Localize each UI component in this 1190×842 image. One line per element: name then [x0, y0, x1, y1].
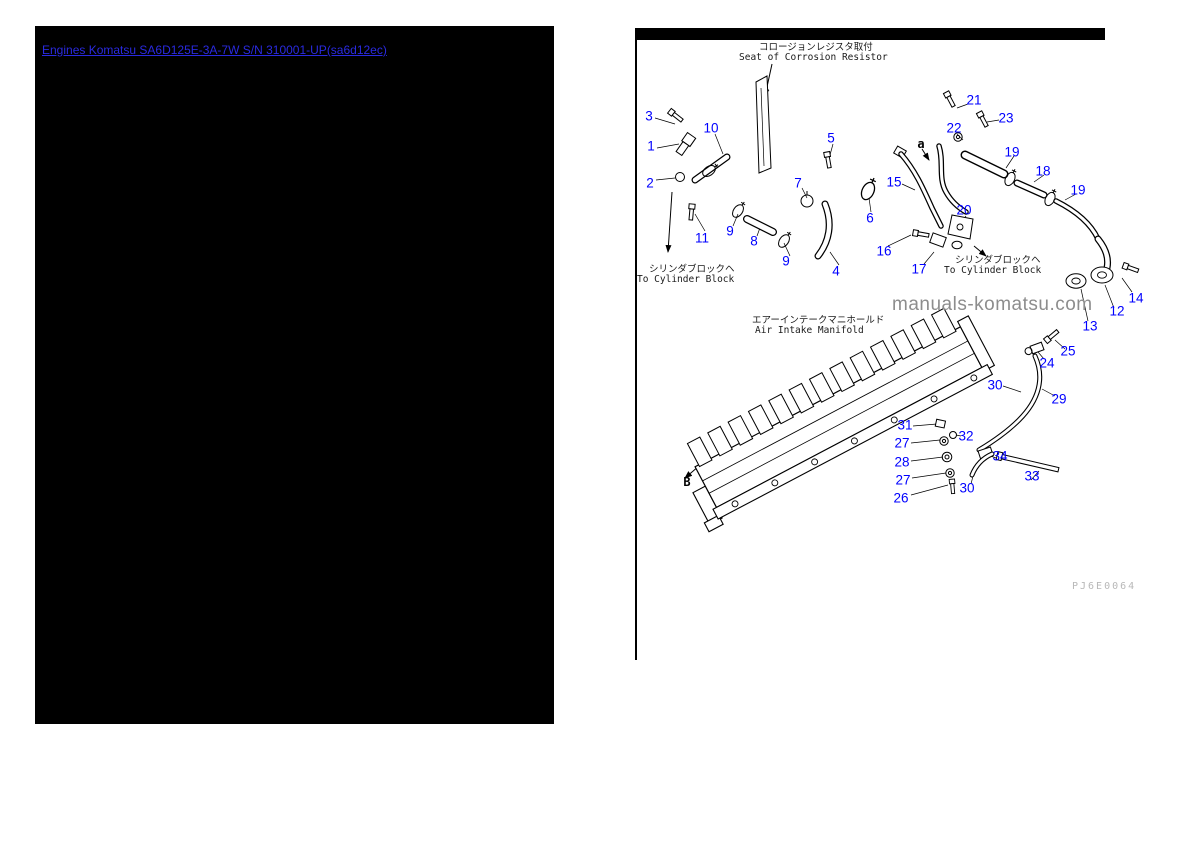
part-callout-1: 1 — [647, 138, 655, 154]
view-label-b: B — [683, 475, 691, 489]
part-callout-25: 25 — [1060, 343, 1076, 359]
bracket-plate — [755, 75, 772, 174]
o-ring-2 — [675, 172, 685, 182]
bolt-33 — [995, 451, 1060, 473]
washer-27 — [939, 436, 949, 446]
part-callout-33: 33 — [1024, 468, 1040, 484]
part-callout-4: 4 — [832, 263, 840, 279]
left-black-panel: Engines Komatsu SA6D125E-3A-7W S/N 31000… — [35, 26, 554, 724]
to-cylinder-block-right-en: To Cylinder Block — [944, 265, 1042, 276]
part-callout-19: 19 — [1070, 182, 1086, 198]
to-cylinder-block-right-jp: シリンダブロックヘ — [955, 255, 1041, 266]
air-intake-manifold-label-jp: エアーインテークマニホールド — [752, 315, 885, 326]
heading-japanese: コロージョンレジスタ取付 — [759, 42, 873, 53]
clamp-6 — [858, 174, 880, 203]
sheet-left-border — [635, 28, 637, 660]
part-callout-2: 2 — [646, 175, 654, 191]
elbow-fitting-1 — [675, 131, 697, 157]
washer-28 — [941, 451, 953, 463]
bolt-21 — [942, 90, 957, 109]
bolt-16 — [912, 229, 930, 239]
part-callout-27: 27 — [895, 472, 911, 488]
flange-12 — [1090, 266, 1114, 284]
part-callout-3: 3 — [645, 108, 653, 124]
part-callout-22: 22 — [946, 120, 962, 136]
parts-diagram — [654, 63, 1140, 533]
bolt-25 — [1043, 328, 1061, 345]
washer-27 — [945, 468, 955, 478]
heading-english: Seat of Corrosion Resistor — [739, 52, 888, 63]
part-callout-16: 16 — [876, 243, 892, 259]
watermark: manuals-komatsu.com — [892, 294, 1093, 315]
bolt-5 — [823, 151, 833, 169]
gasket-13 — [1065, 273, 1087, 289]
view-label-a: a — [917, 137, 925, 151]
nut-31 — [934, 418, 947, 429]
document-link[interactable]: Engines Komatsu SA6D125E-3A-7W S/N 31000… — [42, 43, 387, 57]
part-callout-30: 30 — [959, 480, 975, 496]
part-callout-9: 9 — [782, 253, 790, 269]
part-callout-17: 17 — [911, 261, 927, 277]
bolt-11 — [687, 203, 696, 221]
part-callout-7: 7 — [794, 175, 802, 191]
part-callout-32: 32 — [958, 428, 974, 444]
part-callout-26: 26 — [893, 490, 909, 506]
part-callout-15: 15 — [886, 174, 902, 190]
part-callout-8: 8 — [750, 233, 758, 249]
pipe-connector — [1053, 198, 1101, 242]
to-cylinder-block-left-jp: シリンダブロックヘ — [649, 264, 735, 275]
part-callout-23: 23 — [998, 110, 1014, 126]
sheet-top-border — [635, 28, 1105, 40]
part-callout-24: 24 — [1039, 355, 1055, 371]
part-callout-27: 27 — [894, 435, 910, 451]
bolt-3 — [667, 107, 685, 124]
part-callout-21: 21 — [966, 92, 982, 108]
part-callout-6: 6 — [866, 210, 874, 226]
air-intake-manifold — [686, 307, 996, 533]
to-cylinder-block-left-en: To Cylinder Block — [637, 274, 735, 285]
part-callout-12: 12 — [1109, 303, 1125, 319]
part-callout-30: 30 — [987, 377, 1003, 393]
part-callout-29: 29 — [1051, 391, 1067, 407]
bolt-14 — [1121, 261, 1140, 275]
part-callout-28: 28 — [894, 454, 910, 470]
part-callout-10: 10 — [703, 120, 719, 136]
ring-32 — [949, 431, 957, 439]
part-callout-19: 19 — [1004, 144, 1020, 160]
drawing-code: PJ6E0064 — [1072, 581, 1137, 592]
air-intake-manifold-label-en: Air Intake Manifold — [755, 325, 864, 336]
part-callout-13: 13 — [1082, 318, 1098, 334]
part-callout-11: 11 — [694, 230, 710, 246]
clamp-9 — [775, 228, 795, 250]
clamp-7 — [800, 191, 814, 208]
part-callout-14: 14 — [1128, 290, 1144, 306]
part-callout-31: 31 — [897, 417, 913, 433]
plate-20 — [947, 214, 974, 240]
parts-sheet: コロージョンレジスタ取付 Seat of Corrosion Resistor … — [635, 28, 1147, 660]
bolt-26 — [948, 478, 957, 495]
part-callout-9: 9 — [726, 223, 734, 239]
hose-30-end — [969, 451, 995, 478]
part-callout-34: 34 — [992, 448, 1008, 464]
bolt-23 — [975, 110, 990, 129]
fitting-17 — [929, 232, 947, 248]
part-callout-18: 18 — [1035, 163, 1051, 179]
fitting-24 — [1024, 341, 1045, 356]
part-callout-20: 20 — [956, 202, 972, 218]
part-callout-5: 5 — [827, 130, 835, 146]
